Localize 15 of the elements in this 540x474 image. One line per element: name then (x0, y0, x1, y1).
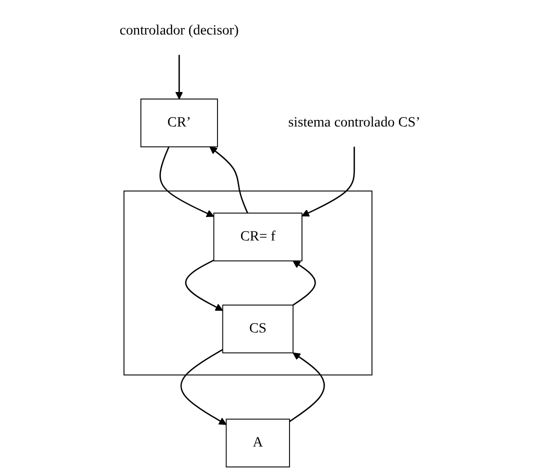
arrow (175, 54, 184, 100)
arrow (289, 352, 325, 422)
node-box: CR’ (140, 98, 218, 148)
node-text: sistema controlado CS’ (288, 114, 420, 130)
arrow (302, 146, 355, 216)
node-box: CR= f (213, 212, 302, 262)
cluster (124, 190, 372, 376)
node-box: CS (222, 304, 294, 354)
arrow (160, 146, 214, 217)
arrow (292, 260, 316, 306)
node-text: controlador (decisor) (120, 22, 239, 38)
node-box: A (226, 418, 290, 468)
arrow (185, 260, 224, 311)
arrow (209, 146, 248, 214)
arrow (180, 348, 227, 425)
